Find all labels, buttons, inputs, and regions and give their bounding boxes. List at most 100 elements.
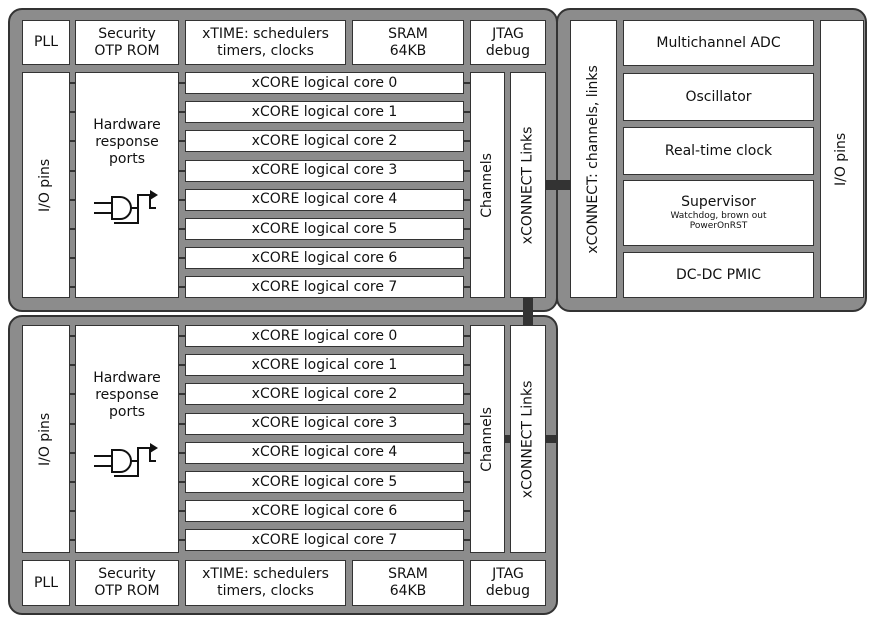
bus-tick	[70, 481, 75, 483]
xconnect-channels-links-block: xCONNECT: channels, links	[570, 20, 617, 298]
bus-tick	[179, 335, 185, 337]
bus-tick	[179, 169, 185, 172]
xconnect-links-label: xCONNECT Links	[519, 380, 536, 498]
io-pins-block: I/O pins	[820, 20, 864, 298]
bus-tick	[464, 422, 470, 425]
channels-block: Channels	[470, 325, 505, 553]
bus-tick	[70, 510, 75, 513]
bus-tick	[179, 82, 185, 84]
real-time-clock-block: Real-time clock	[623, 127, 814, 175]
bus-tick	[179, 539, 185, 542]
sram-size-label: 64KB	[389, 42, 427, 59]
bus-tick	[464, 510, 470, 513]
bus-tick	[70, 539, 75, 542]
bus-tick	[464, 169, 470, 172]
hw-ports-label-2: response	[95, 386, 159, 403]
sram-label: SRAM	[388, 566, 428, 583]
bus-tick	[179, 111, 185, 114]
bus-tick	[464, 451, 470, 454]
bus-tick	[70, 82, 75, 84]
bus-tick	[464, 364, 470, 367]
hw-ports-label-3: ports	[109, 403, 145, 420]
xcore-logical-core-row: xCORE logical core 6	[185, 247, 464, 270]
debug-label: debug	[485, 583, 531, 599]
bus-tick	[179, 198, 185, 201]
jtag-block: JTAG debug	[470, 560, 546, 606]
bus-tick	[70, 257, 75, 260]
sram-block: SRAM 64KB	[352, 20, 464, 65]
xcore-logical-core-row: xCORE logical core 1	[185, 354, 464, 377]
hw-ports-label-1: Hardware	[93, 370, 161, 386]
logic-gate-icon	[94, 190, 158, 225]
logic-gate-icon	[94, 443, 158, 478]
xconnect-links-label: xCONNECT Links	[519, 126, 536, 244]
bus-tick	[70, 169, 75, 172]
jtag-label: JTAG	[492, 566, 524, 583]
bus-tick	[464, 481, 470, 483]
hw-ports-label-2: response	[95, 133, 159, 150]
xtime-label-line2: timers, clocks	[217, 42, 314, 59]
hw-ports-label-1: Hardware	[93, 117, 161, 133]
hardware-response-ports-block: Hardware response ports	[75, 325, 179, 553]
bus-tick	[464, 286, 470, 289]
bus-tick	[70, 228, 75, 230]
bus-tick	[70, 286, 75, 289]
security-otp-rom-block: Security OTP ROM	[75, 20, 179, 65]
io-pins-label: I/O pins	[833, 132, 850, 186]
xcore-logical-core-row: xCORE logical core 5	[185, 218, 464, 240]
channels-links-connector	[505, 435, 510, 443]
supervisor-label: Supervisor	[681, 194, 756, 211]
bus-tick	[464, 82, 470, 84]
xcore-logical-core-row: xCORE logical core 3	[185, 412, 464, 435]
bus-tick	[70, 364, 75, 367]
sram-block: SRAM 64KB	[352, 560, 464, 606]
supervisor-sub-1: Watchdog, brown out	[670, 211, 767, 222]
oscillator-block: Oscillator	[623, 73, 814, 121]
bus-tick	[179, 481, 185, 483]
jtag-label: JTAG	[492, 25, 524, 42]
bus-tick	[179, 451, 185, 454]
debug-label: debug	[485, 42, 531, 59]
xtime-label-line2: timers, clocks	[217, 583, 314, 599]
bus-tick	[464, 198, 470, 201]
xcore-logical-core-row: xCORE logical core 3	[185, 159, 464, 182]
adc-label: Multichannel ADC	[656, 34, 781, 51]
xcore-logical-core-row: xCORE logical core 6	[185, 500, 464, 523]
io-pins-block: I/O pins	[22, 325, 70, 553]
bus-tick	[70, 335, 75, 337]
bus-tick	[464, 140, 470, 143]
channels-label: Channels	[479, 152, 496, 218]
bus-tick	[464, 393, 470, 396]
security-otp-rom-block: Security OTP ROM	[75, 560, 179, 606]
xcore-logical-core-row: xCORE logical core 4	[185, 188, 464, 211]
xcore-logical-core-row: xCORE logical core 2	[185, 383, 464, 406]
xcore-logical-core-row: xCORE logical core 7	[185, 276, 464, 299]
rtc-label: Real-time clock	[664, 142, 773, 159]
xtime-block: xTIME: schedulers timers, clocks	[185, 20, 346, 65]
otp-rom-label: OTP ROM	[94, 583, 160, 599]
supervisor-block: Supervisor Watchdog, brown out PowerOnRS…	[623, 180, 814, 246]
bus-tick	[464, 539, 470, 542]
multichannel-adc-block: Multichannel ADC	[623, 20, 814, 66]
xconnect-links-block: xCONNECT Links	[510, 72, 546, 298]
otp-rom-label: OTP ROM	[94, 42, 160, 59]
bus-tick	[70, 140, 75, 143]
links-edge-connector	[546, 435, 556, 443]
bus-tick	[179, 364, 185, 367]
bus-tick	[464, 335, 470, 337]
pll-block: PLL	[22, 20, 70, 65]
bus-tick	[70, 451, 75, 454]
peripheral-link-connector	[546, 180, 570, 190]
supervisor-sub-2: PowerOnRST	[689, 221, 748, 232]
tile-interconnect-connector	[523, 298, 533, 325]
pll-label: PLL	[33, 574, 59, 591]
xcore-logical-core-row: xCORE logical core 1	[185, 101, 464, 124]
bus-tick	[464, 257, 470, 260]
xtime-label-line1: xTIME: schedulers	[202, 566, 329, 583]
xcore-logical-core-row: xCORE logical core 2	[185, 130, 464, 153]
bus-tick	[179, 228, 185, 230]
bus-tick	[464, 228, 470, 230]
bus-tick	[464, 111, 470, 114]
bus-tick	[179, 510, 185, 513]
bus-tick	[70, 422, 75, 425]
